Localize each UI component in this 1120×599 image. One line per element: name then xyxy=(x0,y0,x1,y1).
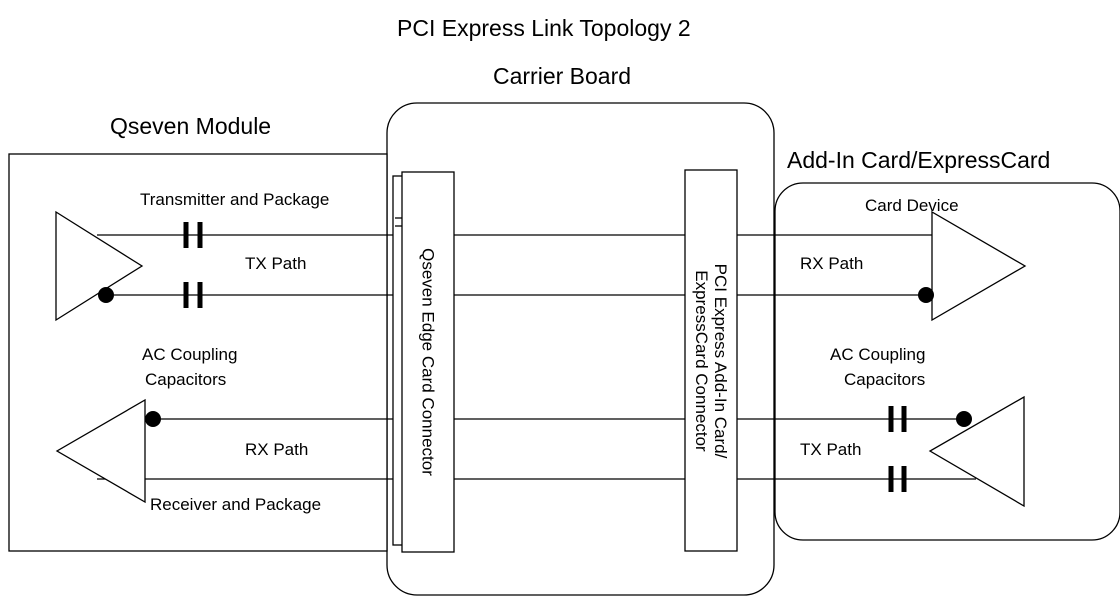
transmitter-package-label: Transmitter and Package xyxy=(140,190,330,209)
card-device-label: Card Device xyxy=(865,196,959,215)
card-ac-coupling-line2: Capacitors xyxy=(844,370,926,389)
addin-connector-label-line2: ExpressCard Connector xyxy=(692,270,711,452)
qseven-module-label: Qseven Module xyxy=(110,113,272,139)
carrier-board-label: Carrier Board xyxy=(493,63,632,89)
edge-connector-label: Qseven Edge Card Connector xyxy=(418,248,438,476)
card-rx-path-label: RX Path xyxy=(800,254,864,273)
inversion-bubble xyxy=(918,287,934,303)
addin-card-box xyxy=(774,182,1120,541)
inversion-bubble xyxy=(145,411,161,427)
card-device-tx-triangle xyxy=(928,395,1025,508)
card-tx-path-label: TX Path xyxy=(800,440,862,459)
edge-connector-box xyxy=(401,171,455,553)
qseven-ac-coupling-line1: AC Coupling xyxy=(142,345,238,364)
addin-connector-label-line1: PCI Express Add-In Card/ xyxy=(711,263,730,459)
receiver-package-label: Receiver and Package xyxy=(150,495,322,514)
addin-connector-box xyxy=(684,169,738,552)
qseven-receiver-triangle xyxy=(55,398,146,504)
qseven-rx-path-label: RX Path xyxy=(245,440,309,459)
addin-connector-label: PCI Express Add-In Card/ ExpressCard Con… xyxy=(692,264,730,459)
inversion-bubble xyxy=(98,287,114,303)
qseven-ac-coupling-line2: Capacitors xyxy=(145,370,227,389)
addin-card-label: Add-In Card/ExpressCard xyxy=(787,147,1051,173)
qseven-tx-path-label: TX Path xyxy=(245,254,307,273)
card-ac-coupling-line1: AC Coupling xyxy=(830,345,926,364)
inversion-bubble xyxy=(956,411,972,427)
diagram-title: PCI Express Link Topology 2 xyxy=(397,15,691,41)
card-device-rx-triangle xyxy=(931,210,1027,322)
qseven-module-box xyxy=(8,153,388,552)
